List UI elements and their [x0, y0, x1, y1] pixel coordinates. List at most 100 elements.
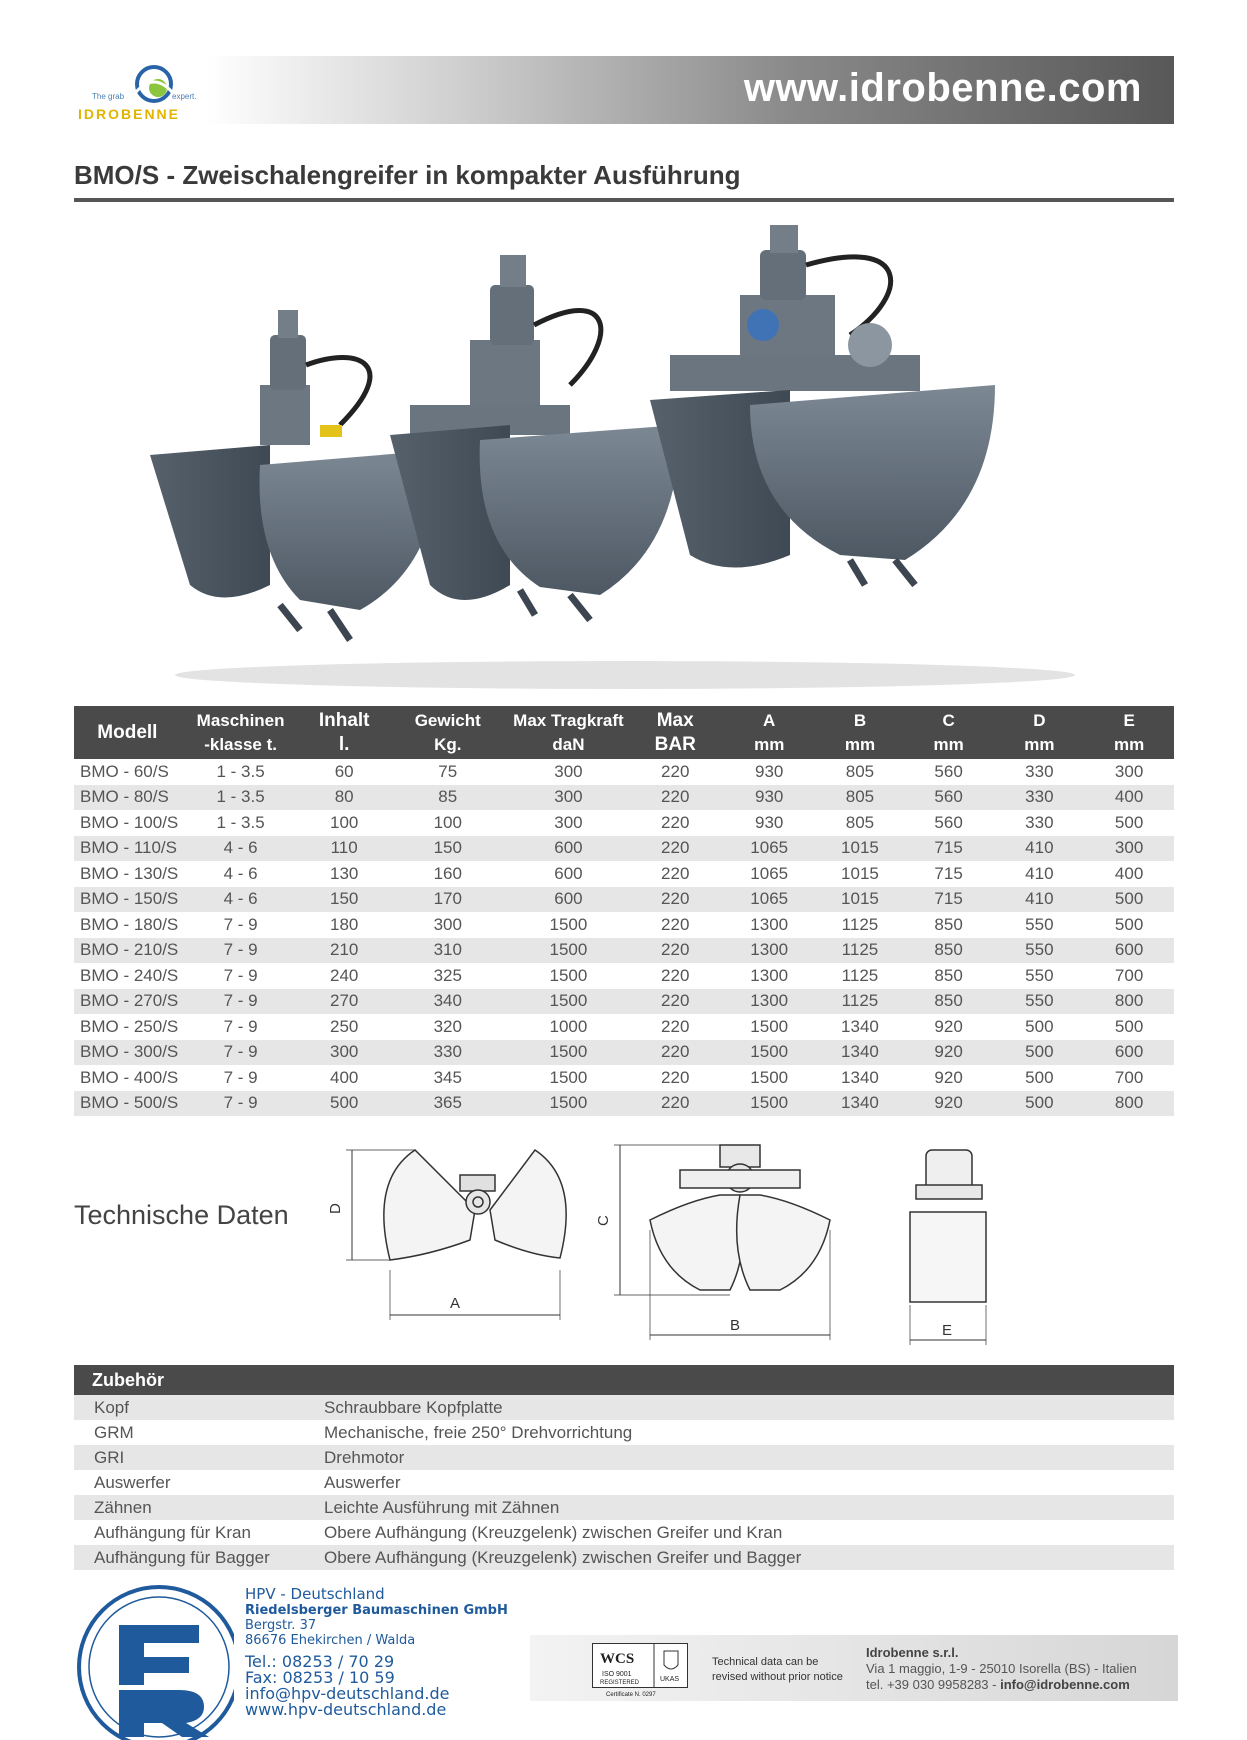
certification-badge: WCS ISO 9001 REGISTERED UKAS Certificate… — [592, 1643, 688, 1699]
footer-info-band: WCS ISO 9001 REGISTERED UKAS Certificate… — [530, 1635, 1178, 1701]
logo-name-text: IDROBENNE — [78, 106, 181, 122]
table-cell: 850 — [934, 965, 963, 985]
manufacturer-email-link[interactable]: info@idrobenne.com — [1000, 1677, 1130, 1692]
model-cell: BMO - 300/S — [74, 1039, 181, 1065]
manufacturer-phone-line: tel. +39 030 9958283 - info@idrobenne.co… — [866, 1677, 1176, 1693]
table-cell: 85 — [387, 784, 508, 810]
hpv-seal-logo — [77, 1585, 234, 1740]
table-cell: 1500 — [750, 1067, 789, 1087]
table-cell: 1 - 3.5 — [216, 812, 265, 832]
table-cell: 920 — [934, 1016, 963, 1036]
table-cell: 920 — [902, 1039, 995, 1065]
accessory-key: GRI — [74, 1445, 324, 1470]
table-cell: 7 - 9 — [223, 1016, 258, 1036]
header-gradient — [74, 56, 1174, 124]
website-url[interactable]: www.idrobenne.com — [743, 66, 1142, 110]
accessory-key: GRM — [94, 1422, 134, 1442]
table-cell: 100 — [433, 812, 462, 832]
accessory-value: Auswerfer — [324, 1472, 401, 1492]
table-cell: 4 - 6 — [180, 835, 301, 861]
dealer-fax: Fax: 08253 / 10 59 — [245, 1668, 395, 1687]
table-cell: 220 — [661, 761, 690, 781]
manufacturer-phone: tel. +39 030 9958283 - — [866, 1677, 1001, 1692]
table-cell: 1300 — [721, 988, 818, 1014]
dealer-website-link[interactable]: www.hpv-deutschland.de — [245, 1700, 447, 1719]
table-cell: 300 — [507, 784, 630, 810]
model-cell: BMO - 270/S — [74, 988, 181, 1014]
model-cell: BMO - 150/S — [74, 886, 181, 912]
table-cell: 400 — [1084, 784, 1174, 810]
table-cell: 800 — [1084, 988, 1174, 1014]
table-cell: 1015 — [841, 863, 879, 883]
table-cell: 220 — [629, 1039, 722, 1065]
table-cell: 715 — [902, 835, 995, 861]
table-cell: 500 — [1114, 914, 1144, 934]
model-cell: BMO - 130/S — [80, 863, 179, 883]
table-cell: 600 — [1084, 937, 1174, 963]
cert-logo-text: WCS — [600, 1651, 634, 1667]
table-cell: 410 — [1025, 863, 1054, 883]
table-cell: 60 — [334, 761, 354, 781]
table-cell: 365 — [387, 1090, 508, 1116]
table-cell: 560 — [934, 812, 963, 832]
table-cell: 700 — [1114, 965, 1144, 985]
dealer-email-link[interactable]: info@hpv-deutschland.de — [245, 1684, 450, 1703]
cert-number-text: Certificate N. 0297 — [606, 1692, 656, 1698]
table-cell: 220 — [629, 937, 722, 963]
table-cell: 800 — [1084, 1090, 1174, 1116]
accessory-value: Obere Aufhängung (Kreuzgelenk) zwischen … — [324, 1545, 1174, 1570]
dealer-company: Riedelsberger Baumaschinen GmbH — [245, 1603, 508, 1618]
table-cell: 170 — [387, 886, 508, 912]
table-cell: 220 — [629, 988, 722, 1014]
table-cell: 1125 — [841, 914, 879, 934]
accessory-key: Auswerfer — [94, 1472, 171, 1492]
table-cell: 550 — [1025, 965, 1054, 985]
table-cell: 600 — [1084, 1039, 1174, 1065]
table-cell: 930 — [755, 812, 784, 832]
table-cell: 7 - 9 — [223, 965, 258, 985]
cert-iso-text: ISO 9001 — [602, 1671, 632, 1678]
table-cell: 930 — [755, 761, 784, 781]
table-cell: 400 — [329, 1067, 359, 1087]
table-cell: 4 - 6 — [223, 863, 258, 883]
table-cell: 1300 — [750, 914, 789, 934]
table-cell: 1500 — [549, 1067, 588, 1087]
table-cell: 4 - 6 — [180, 886, 301, 912]
grab-small — [150, 310, 440, 642]
accessory-value: Obere Aufhängung (Kreuzgelenk) zwischen … — [324, 1522, 783, 1542]
accessory-key: Zähnen — [74, 1495, 324, 1520]
table-cell: 930 — [721, 784, 818, 810]
table-cell: 160 — [433, 863, 462, 883]
accessory-value: Mechanische, freie 250° Drehvorrichtung — [324, 1422, 633, 1442]
table-cell: 1340 — [817, 1039, 903, 1065]
table-cell: 300 — [1084, 835, 1174, 861]
table-cell: 100 — [329, 812, 359, 832]
dealer-street: Bergstr. 37 — [245, 1618, 317, 1633]
title-underline — [74, 198, 1174, 202]
table-cell: 700 — [1114, 1067, 1144, 1087]
diagram-side-view — [614, 1144, 831, 1340]
table-cell: 1500 — [721, 1039, 818, 1065]
col-header-maschinenklasse: Maschinen-klasse t. — [180, 706, 301, 759]
accessory-row: Auswerfer Auswerfer — [74, 1470, 1174, 1495]
table-cell: 220 — [661, 965, 690, 985]
table-cell: 500 — [1025, 1067, 1054, 1087]
table-cell: 500 — [1114, 1016, 1144, 1036]
table-cell: 220 — [661, 1067, 690, 1087]
table-cell: 1500 — [507, 1090, 630, 1116]
table-cell: 325 — [433, 965, 462, 985]
table-cell: 220 — [661, 812, 690, 832]
header-bar: The grab expert. IDROBENNE www.idrobenne… — [74, 56, 1174, 124]
grab-products-image — [150, 225, 1075, 689]
